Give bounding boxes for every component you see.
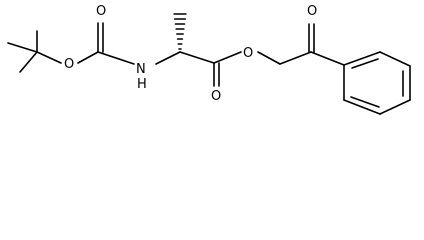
atom-label-hydrogen: H [137,77,147,92]
atom-label-nitrogen: N [136,62,146,77]
bond-o-ch2 [257,51,281,65]
atom-label-oxygen: O [96,4,106,19]
bond-ring-1 [343,51,381,66]
bond-carbamate-n [97,51,135,65]
bond-ring-4 [379,99,411,115]
bond-ring-2 [379,51,411,67]
bond-tbu-methyl-bottom [19,51,38,73]
bond-cketone-ring [310,51,345,66]
bond-tbu-methyl-left [7,42,38,53]
atom-label-oxygen: O [64,57,74,72]
hashed-wedge-bond [173,13,187,50]
bond-ring-5 [343,99,381,115]
bond-o-carbamate-c [77,51,99,64]
bond-ccarbonyl-o [213,51,242,64]
bond-ring-inner-1 [351,58,379,69]
bond-ch2-cketone [279,51,312,65]
chemical-structure-diagram: O O N H O O O [7,4,411,115]
atom-label-oxygen: O [243,46,253,61]
bond-calpha-ccarbonyl [179,51,215,64]
atom-label-oxygen: O [307,4,317,19]
atom-labels: O O N H O O O [64,4,317,104]
bond-ring-inner-3 [350,96,380,108]
bond-tbu-o [36,51,62,64]
bonds [7,22,411,115]
atom-label-oxygen: O [211,89,221,104]
bond-n-calpha [155,51,181,65]
